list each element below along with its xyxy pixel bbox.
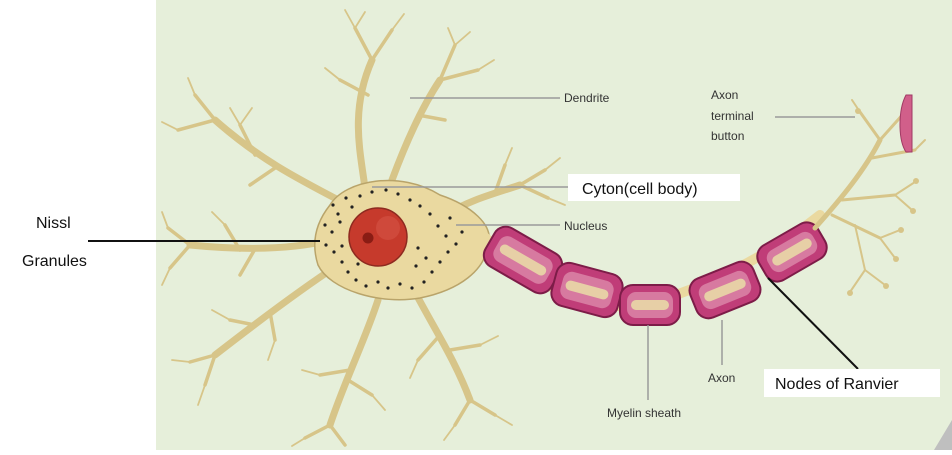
label-dendrite: Dendrite bbox=[564, 91, 610, 105]
label-nodes-of-ranvier: Nodes of Ranvier bbox=[775, 376, 899, 393]
label-nissl-line1: Nissl bbox=[36, 215, 71, 232]
nucleus-highlight bbox=[376, 216, 400, 240]
label-axon-terminal-1: Axon bbox=[711, 88, 738, 102]
label-nissl-line2: Granules bbox=[22, 253, 87, 270]
label-myelin-sheath: Myelin sheath bbox=[607, 406, 681, 420]
label-axon-terminal-2: terminal bbox=[711, 109, 754, 123]
label-axon-terminal-3: button bbox=[711, 129, 744, 143]
label-nucleus: Nucleus bbox=[564, 219, 607, 233]
myelin-segment bbox=[620, 285, 680, 325]
label-cyton: Cyton(cell body) bbox=[582, 181, 698, 198]
nucleus bbox=[349, 208, 407, 266]
label-axon: Axon bbox=[708, 371, 735, 385]
nucleolus bbox=[363, 233, 374, 244]
